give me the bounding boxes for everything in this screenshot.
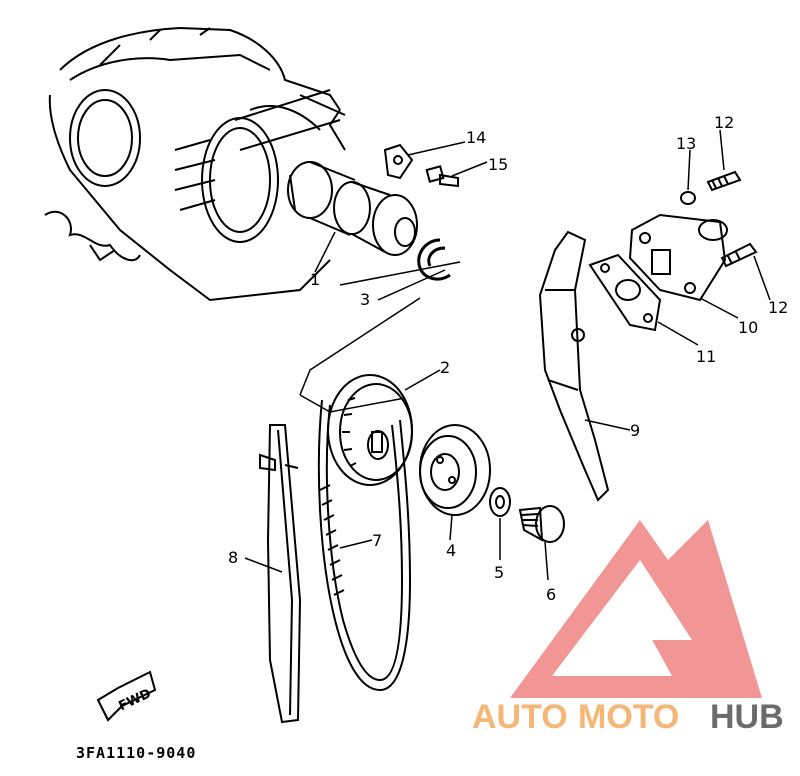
camshaft-illustration xyxy=(287,161,418,256)
diagram-part-number: 3FA1110-9040 xyxy=(76,744,196,762)
watermark-moto: MOTO xyxy=(578,698,679,736)
watermark-logo xyxy=(510,520,762,698)
plate-part-14 xyxy=(383,143,414,180)
cylinder-head-illustration xyxy=(44,26,346,302)
callout-12-upper: 12 xyxy=(714,113,734,132)
callout-3: 3 xyxy=(360,290,370,309)
timing-chain-part-7 xyxy=(317,399,412,692)
callout-6: 6 xyxy=(546,585,556,604)
callout-labels: 1 2 3 4 5 6 7 8 9 10 11 12 12 13 14 15 xyxy=(228,113,788,604)
fwd-arrow: FWD xyxy=(96,670,157,722)
chain-guide-part-8 xyxy=(259,424,302,724)
tensioner-assembly-part-10 xyxy=(628,213,728,302)
callout-9: 9 xyxy=(630,421,640,440)
callout-12-lower: 12 xyxy=(768,298,788,317)
callout-1: 1 xyxy=(310,270,320,289)
watermark-hub: HUB xyxy=(710,698,784,736)
callout-5: 5 xyxy=(494,563,504,582)
bolt-part-6 xyxy=(518,505,565,543)
washer-part-13 xyxy=(680,191,696,205)
washer-part-5 xyxy=(489,487,511,517)
callout-13: 13 xyxy=(676,134,696,153)
callout-4: 4 xyxy=(446,541,456,560)
callout-7: 7 xyxy=(372,531,382,550)
callout-11: 11 xyxy=(696,347,716,366)
bolt-part-12-upper xyxy=(706,170,742,192)
pulley-part-4 xyxy=(419,424,491,516)
tensioner-guide-part-9 xyxy=(538,230,610,502)
callout-14: 14 xyxy=(466,128,486,147)
callout-2: 2 xyxy=(440,358,450,377)
circlip-part-3 xyxy=(417,238,451,281)
watermark-auto: AUTO xyxy=(472,698,568,736)
watermark-text: AUTO MOTO HUB xyxy=(472,698,784,736)
gasket-part-11 xyxy=(588,253,662,332)
cam-sprocket-part-2 xyxy=(327,374,413,486)
bolt-part-15 xyxy=(425,165,459,188)
bolt-part-12-lower xyxy=(720,242,758,268)
callout-15: 15 xyxy=(488,155,508,174)
callout-10: 10 xyxy=(738,318,758,337)
callout-8: 8 xyxy=(228,548,238,567)
leader-lines xyxy=(244,129,771,581)
